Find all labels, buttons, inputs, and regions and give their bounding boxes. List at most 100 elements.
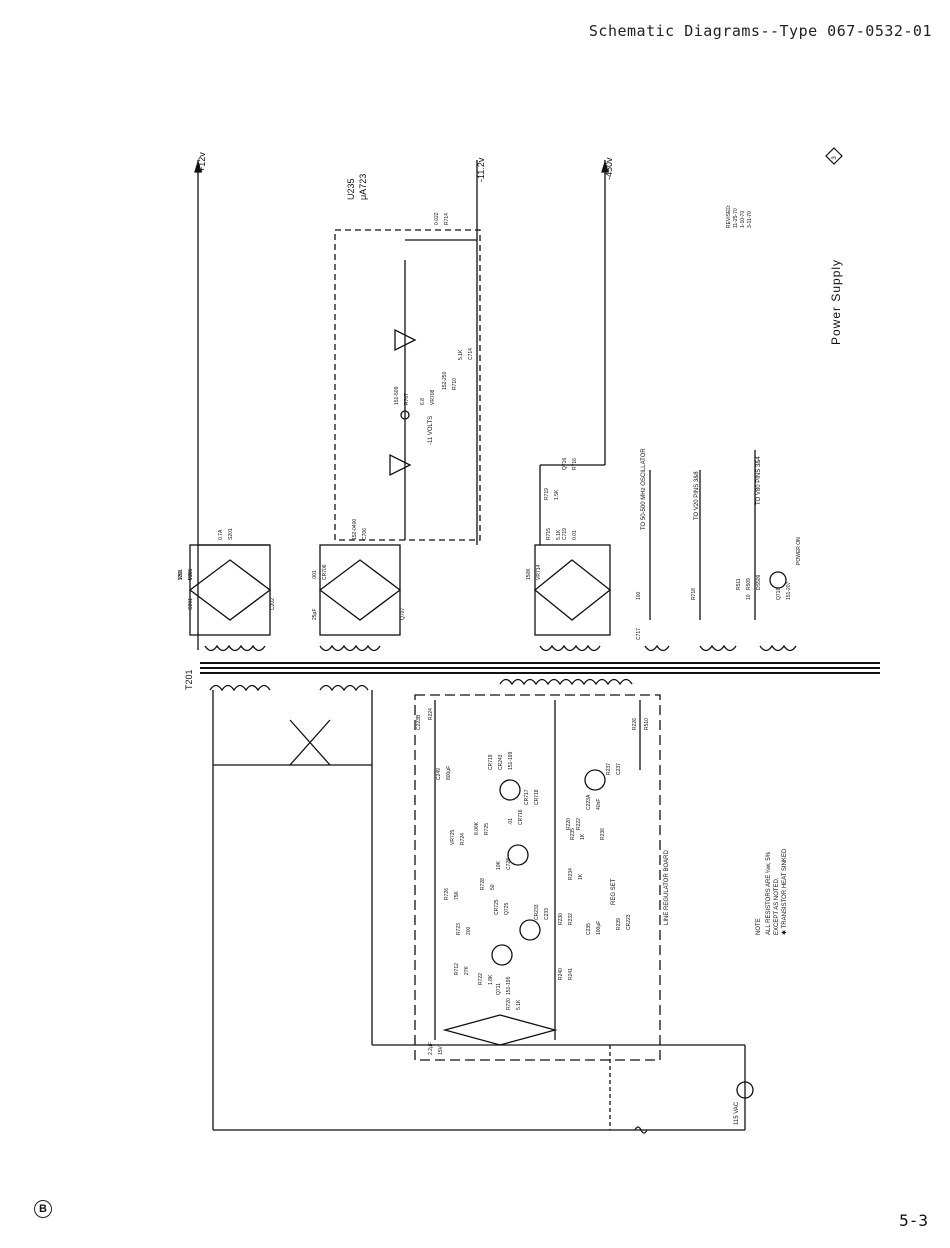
component-label: 5.1K (556, 529, 562, 540)
component-label: R728 (480, 878, 486, 890)
component-label: R718 (691, 588, 697, 600)
board-label: LINE REGULATOR BOARD (664, 850, 670, 925)
component-label: 5.1K (516, 999, 522, 1010)
component-label: 152-250 (442, 371, 448, 390)
component-label: R237 (606, 763, 612, 775)
page-number: 5-3 (899, 1211, 928, 1230)
component-label: .01 (508, 818, 514, 825)
sec-winding-v80-icon (699, 644, 737, 652)
arrow-450v-icon (601, 159, 609, 173)
q711-icon (519, 919, 541, 941)
reg-set-label: REG SET (611, 878, 617, 905)
component-label: R714 (444, 213, 450, 225)
bridge-cr706-icon (442, 1014, 558, 1046)
component-label: R235 (570, 828, 576, 840)
revision-date-2: 1-10-70 (740, 211, 746, 228)
component-label: .001 (312, 570, 318, 580)
arrow-12v-icon (194, 159, 202, 173)
notes-line-2: EXCEPT AS NOTED. (774, 877, 780, 935)
component-label: DS509 (756, 574, 762, 590)
component-label: 10 (746, 594, 752, 600)
component-label: R712 (454, 963, 460, 975)
component-label: S201 (228, 528, 234, 540)
component-label: R707 (404, 393, 410, 405)
reference-amp-icon (389, 453, 412, 477)
component-label: R720 (506, 998, 512, 1010)
component-label: Q718 (776, 588, 782, 600)
dest-v20: TO V20 PINS 3&8 (694, 471, 700, 520)
u235-outline (334, 229, 481, 541)
u235-ref-label: U235 (346, 178, 356, 200)
notes-title: NOTE (756, 918, 762, 935)
component-label: C223B (416, 714, 422, 730)
dest-oscillator: TO 50-500 MHz OSCILLATOR (641, 448, 647, 530)
component-label: 200 (466, 926, 472, 935)
component-label: R719 (544, 488, 550, 500)
component-label: R241 (568, 968, 574, 980)
line-regulator-board-outline (414, 694, 661, 1061)
diagram-title: Power Supply (829, 259, 843, 345)
component-label: R726 (444, 888, 450, 900)
component-label: F201 (188, 568, 194, 580)
component-label: CR716 (518, 809, 524, 825)
component-label: C223A (586, 794, 592, 810)
voltage-select-cross-2 (289, 719, 331, 766)
u235-part-label: μA723 (358, 174, 368, 200)
input-voltage-label: 115 VAC (734, 1101, 740, 1125)
component-label: 152-0400 (352, 519, 358, 540)
component-label: R240 (558, 968, 564, 980)
component-label: CR718 (534, 789, 540, 805)
component-label: 151-195 (506, 976, 512, 995)
component-label: R510 (644, 718, 650, 730)
component-label: Q716 (562, 458, 568, 470)
q707-icon (491, 944, 513, 966)
component-label: R230 (558, 913, 564, 925)
component-label: CR233 (534, 904, 540, 920)
component-label: C235 (586, 923, 592, 935)
component-label: 1.5K (554, 489, 560, 500)
component-label: R236 (600, 828, 606, 840)
diagram-number: 3 (832, 156, 838, 160)
component-label: CR719 (488, 754, 494, 770)
component-label: R710 (452, 378, 458, 390)
revision-date-1: 11-25-70 (733, 208, 739, 228)
q718-icon (499, 779, 521, 801)
bridge-cr233-box (319, 544, 401, 636)
q716-icon (507, 844, 529, 866)
primary-winding-1-icon (209, 684, 271, 692)
sec-winding-v20-icon (644, 644, 670, 652)
component-label: R509 (746, 578, 752, 590)
component-label: R234 (568, 868, 574, 880)
component-label: C719 (562, 528, 568, 540)
sec-winding-ds509-icon (759, 644, 797, 652)
component-label: CR706 (322, 564, 328, 580)
page-header: Schematic Diagrams--Type 067-0532-01 (588, 22, 932, 40)
component-label: Q707 (400, 608, 406, 620)
revision-mark: B (34, 1200, 52, 1218)
bridge-cr223-box (534, 544, 611, 636)
j201-plug-icon (736, 1081, 754, 1099)
component-label: 40nF (596, 799, 602, 810)
component-label: 1K (578, 873, 584, 880)
primary-winding-2-icon (319, 684, 369, 692)
component-label: C728 (506, 858, 512, 870)
adjust-voltage-label: -11 VOLTS (428, 416, 434, 445)
component-label: CR725 (494, 899, 500, 915)
notes-line-1: ALL RESISTORS ARE ¼w, 5% (766, 851, 772, 935)
component-label: V80 (178, 571, 184, 580)
component-label: 15V (438, 1045, 444, 1055)
component-label: C202 (270, 598, 276, 610)
component-label: R226 (632, 718, 638, 730)
component-label: 151-207 (786, 581, 792, 600)
component-label: 25µF (312, 609, 318, 621)
component-label: VR708 (430, 389, 436, 405)
bridge-cr243-box (189, 544, 271, 636)
component-label: C717 (636, 628, 642, 640)
component-label: C237 (616, 763, 622, 775)
component-label: C706 (362, 528, 368, 540)
q725-icon (584, 769, 606, 791)
component-label: R716 (572, 458, 578, 470)
sec-winding-12v-icon (204, 644, 266, 652)
component-label: C249 (436, 768, 442, 780)
component-label: Q725 (504, 903, 510, 915)
